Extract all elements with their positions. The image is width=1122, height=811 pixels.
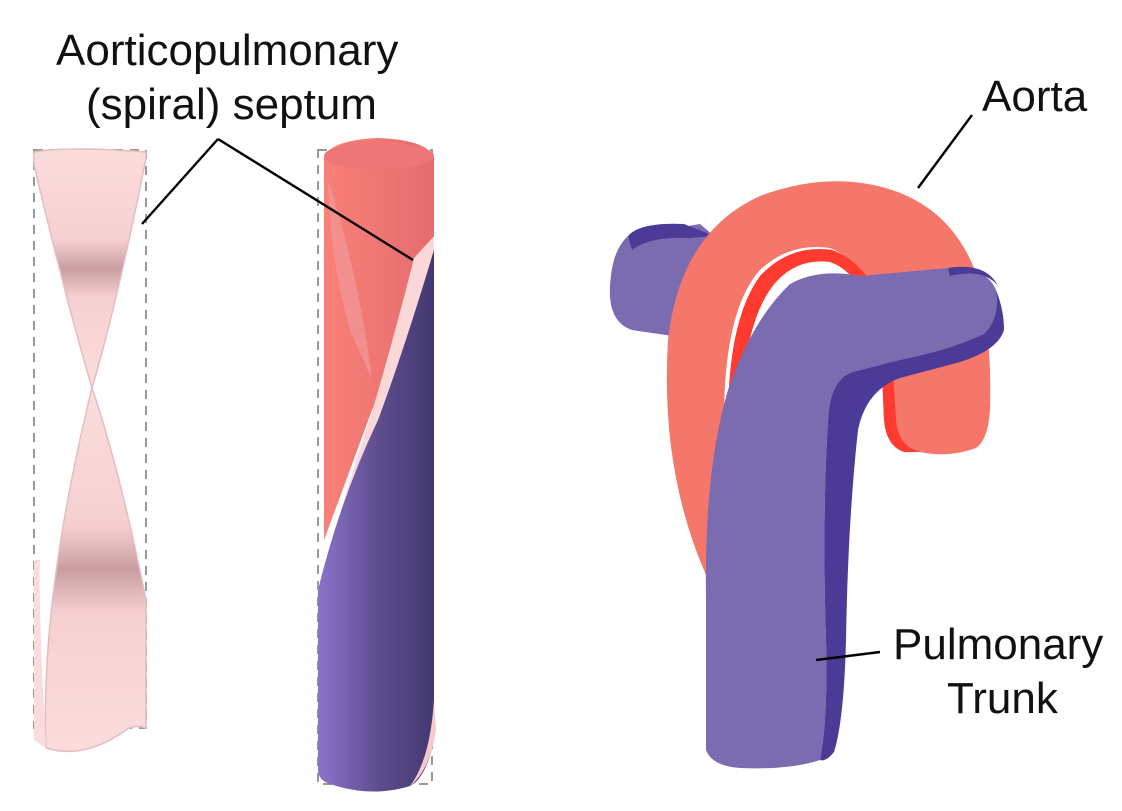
septum-upper-lobe xyxy=(33,148,147,391)
aortic-channel xyxy=(324,138,434,540)
pulmonary-trunk-label-line1: Pulmonary xyxy=(893,620,1104,669)
aorta-leader xyxy=(917,114,973,189)
septum-label-line2: (spiral) septum xyxy=(86,80,377,129)
septum-lower-lobe xyxy=(44,385,147,753)
pulmonary-trunk xyxy=(705,267,997,769)
pulmonary-trunk-leader xyxy=(815,650,881,662)
septum-label-line1: Aorticopulmonary xyxy=(56,26,399,75)
septum-lower-tail xyxy=(410,700,436,786)
septum-lower-edge xyxy=(34,560,46,748)
septum-leader-left xyxy=(141,138,219,225)
aorta-label: Aorta xyxy=(982,72,1088,121)
leader-lines xyxy=(141,114,973,662)
pulmonary-trunk-side xyxy=(820,290,1004,761)
right-pulmonary-branch-rim xyxy=(948,266,998,286)
left-pulmonary-branch-rim xyxy=(628,223,714,250)
great-vessels xyxy=(609,181,1004,769)
aortic-channel-top xyxy=(324,142,434,170)
pulmonary-trunk-label-line2: Trunk xyxy=(947,674,1058,723)
septum-visible-inside xyxy=(328,180,372,380)
spiral-septum-isolated xyxy=(33,148,147,753)
pulmonary-channel xyxy=(318,250,434,792)
truncus-arteriosus-divided xyxy=(317,138,436,792)
septum-leader-right xyxy=(217,137,414,262)
